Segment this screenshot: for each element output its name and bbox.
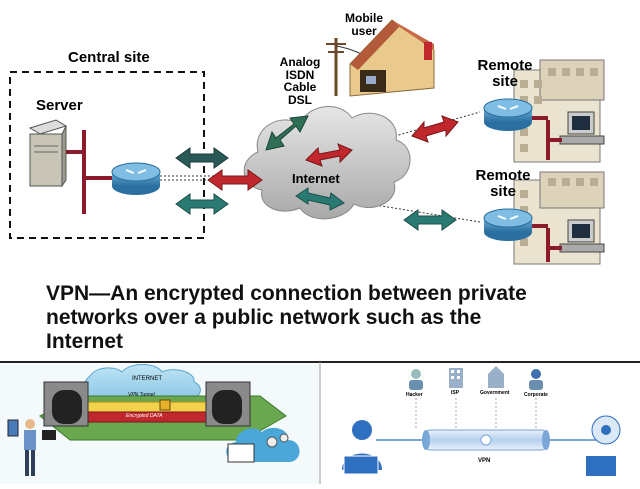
mobile-user-label-line-2: user — [351, 23, 377, 38]
entity-corporate-label: Corporate — [524, 392, 548, 398]
mobile-user-house-icon — [326, 19, 435, 97]
government-icon — [488, 366, 504, 388]
remote-site-1-label-line-2: site — [492, 72, 518, 90]
mobile-user-label-line-1: Mobile — [345, 11, 383, 25]
hacker-icon — [409, 369, 423, 390]
access-type-dsl: DSL — [288, 92, 312, 107]
remote-router-1-icon — [483, 98, 533, 131]
vpn-caption: VPN—An encrypted connection between priv… — [46, 282, 626, 354]
central-network-lines — [66, 130, 112, 214]
remote-site-2-label-line-1: Remote — [475, 167, 531, 184]
access-type-analog: Analog — [279, 55, 321, 69]
bottom-internet-label: INTERNET — [132, 376, 162, 382]
arrow-remote-red — [411, 115, 459, 143]
tunnel-right-icon — [205, 381, 251, 427]
user-laptop-icon — [342, 420, 382, 475]
remote-site-2-label-line-2: site — [490, 182, 516, 200]
corporate-icon — [529, 369, 543, 390]
entity-isp-label: ISP — [451, 390, 460, 396]
caption-line-1: VPN—An encrypted connection between priv… — [46, 282, 527, 305]
arrow-remote-teal — [403, 209, 457, 231]
entity-hacker-label: Hacker — [406, 392, 423, 398]
arrow-cloud-teal — [295, 187, 345, 211]
encrypted-data-label: Encrypted DATA — [126, 413, 163, 419]
arrow-central-red — [207, 169, 263, 191]
caption-line-3: Internet — [46, 330, 124, 353]
arrow-cloud-green — [265, 115, 309, 151]
remote-site-1-label-line-1: Remote — [477, 57, 533, 74]
access-type-cable: Cable — [283, 80, 317, 95]
internet-label: Internet — [292, 171, 340, 186]
server-globe-icon — [586, 415, 621, 476]
access-types-label: Analog ISDN Cable DSL — [276, 56, 324, 106]
arrow-central-teal-top — [175, 147, 229, 169]
central-site-label: Central site — [68, 49, 150, 66]
server-icon — [28, 119, 68, 188]
vpn-label: VPN — [478, 458, 491, 464]
mobile-user-label: Mobile user — [344, 12, 384, 37]
bottom-right-illustration — [342, 366, 621, 476]
cloud-gear-icon — [226, 427, 300, 463]
central-router-icon — [111, 162, 161, 195]
remote-router-2-icon — [483, 208, 533, 241]
server-label: Server — [36, 97, 83, 114]
arrow-central-teal-bottom — [175, 193, 229, 215]
vpn-tunnel-label: VPN Tunnel — [128, 392, 155, 398]
user-with-devices-icon — [7, 419, 56, 476]
arrow-cloud-red — [305, 143, 353, 167]
remote-site-1-label: Remote site — [470, 58, 540, 90]
vpn-tube-icon — [422, 429, 550, 451]
caption-line-2: networks over a public network such as t… — [46, 306, 482, 329]
entity-government-label: Government — [480, 390, 510, 396]
isp-icon — [449, 368, 463, 388]
access-type-isdn: ISDN — [285, 67, 315, 82]
tunnel-left-icon — [43, 381, 89, 427]
remote-site-2-label: Remote site — [468, 168, 538, 200]
bottom-left-illustration — [0, 364, 319, 484]
